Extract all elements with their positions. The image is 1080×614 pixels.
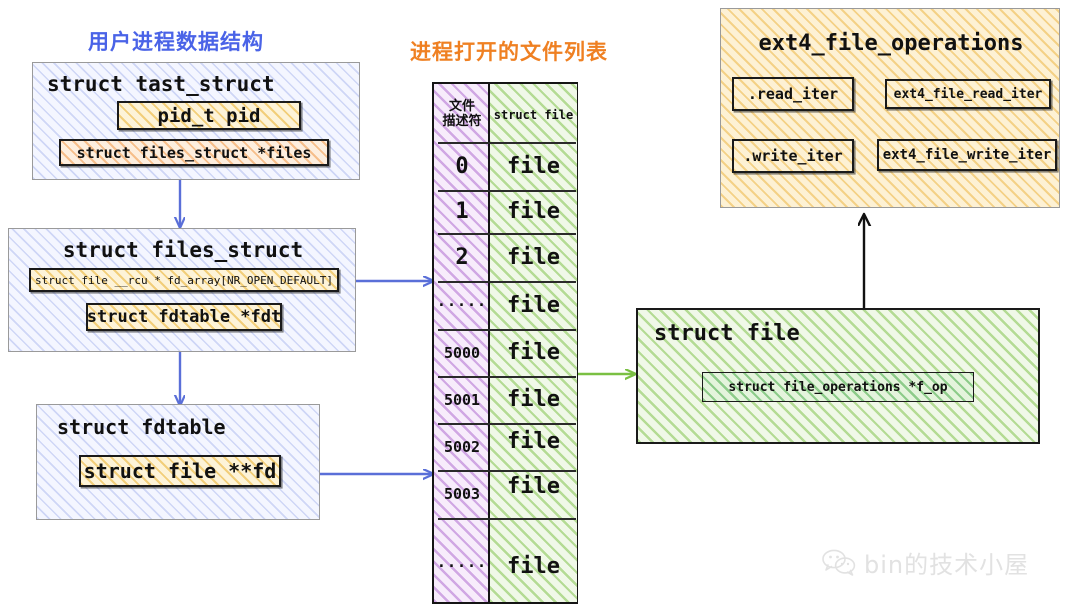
- field-f-op-label: struct file_operations *f_op: [728, 379, 948, 395]
- fd-column-header-line1: 文件: [448, 99, 475, 115]
- file-entry: file: [507, 292, 560, 318]
- fd-value: ·····: [436, 296, 488, 314]
- row-divider: [438, 142, 576, 144]
- box-fdtable: struct fdtable struct file **fd: [36, 404, 320, 520]
- ext4-op-key-write-iter-label: .write_iter: [743, 147, 843, 165]
- struct-file-header: struct file: [654, 320, 800, 346]
- title-user-process-data-structures: 用户进程数据结构: [88, 30, 264, 54]
- fd-value: ·····: [436, 557, 488, 575]
- field-files-struct-files: struct files_struct *files: [59, 139, 329, 166]
- field-pid-t-pid: pid_t pid: [117, 101, 301, 130]
- fd-value: 5001: [443, 390, 481, 409]
- fd-value: 2: [455, 244, 469, 270]
- box-ext4-file-operations: ext4_file_operations .read_iter ext4_fil…: [720, 8, 1060, 208]
- wechat-icon: [822, 549, 856, 576]
- file-entry: file: [507, 473, 560, 499]
- struct-file-column: [490, 84, 577, 602]
- fd-column-header: 文件 描述符: [434, 94, 490, 136]
- field-fdtable-fdt-label: struct fdtable *fdt: [86, 307, 282, 327]
- ext4-op-value-write-iter: ext4_file_write_iter: [877, 139, 1057, 171]
- fd-value: 5000: [443, 343, 481, 362]
- fd-value: 1: [455, 199, 469, 224]
- field-files-struct-files-label: struct files_struct *files: [76, 143, 312, 162]
- fd-column: [434, 84, 490, 602]
- field-struct-file-fd-label: struct file **fd: [83, 459, 277, 483]
- file-entry: file: [507, 429, 560, 454]
- field-pid-t-pid-label: pid_t pid: [157, 104, 261, 127]
- box-struct-file: struct file struct file_operations *f_op: [636, 308, 1040, 444]
- watermark: bin的技术小屋: [822, 545, 1029, 580]
- ext4-op-value-write-iter-label: ext4_file_write_iter: [882, 147, 1052, 163]
- ext4-op-key-write-iter: .write_iter: [732, 139, 854, 173]
- files-struct-header: struct files_struct: [62, 238, 304, 262]
- ext4-op-key-read-iter: .read_iter: [732, 77, 854, 111]
- field-fd-array-label: struct file __rcu * fd_array[NR_OPEN_DEF…: [34, 273, 333, 287]
- ext4-file-operations-header: ext4_file_operations: [758, 30, 1024, 56]
- box-files-struct: struct files_struct struct file __rcu * …: [8, 228, 356, 352]
- field-fd-array: struct file __rcu * fd_array[NR_OPEN_DEF…: [29, 268, 339, 292]
- fd-value: 0: [455, 153, 469, 179]
- row-divider: [438, 329, 576, 331]
- row-divider: [438, 376, 576, 378]
- file-entry: file: [507, 387, 560, 412]
- fd-column-header-line2: 描述符: [442, 114, 482, 129]
- fd-value: 5002: [443, 437, 481, 456]
- ext4-op-key-read-iter-label: .read_iter: [747, 85, 839, 103]
- open-file-descriptor-table: 文件 描述符 struct file 0 file 1 file 2 file …: [432, 82, 578, 604]
- fdtable-header: struct fdtable: [57, 415, 226, 439]
- row-divider: [438, 281, 576, 283]
- file-entry: file: [507, 553, 560, 579]
- row-divider: [438, 423, 576, 425]
- row-divider: [438, 190, 576, 192]
- field-f-op: struct file_operations *f_op: [702, 372, 974, 402]
- watermark-text: bin的技术小屋: [864, 551, 1030, 579]
- row-divider: [438, 470, 576, 472]
- field-struct-file-fd: struct file **fd: [79, 455, 281, 487]
- row-divider: [438, 518, 576, 520]
- ext4-op-value-read-iter: ext4_file_read_iter: [885, 79, 1051, 109]
- task-struct-header: struct tast_struct: [47, 72, 275, 96]
- file-entry: file: [507, 199, 560, 224]
- row-divider: [438, 233, 576, 235]
- ext4-op-value-read-iter-label: ext4_file_read_iter: [893, 86, 1043, 102]
- file-entry: file: [507, 153, 560, 179]
- file-entry: file: [507, 244, 560, 270]
- file-entry: file: [507, 340, 560, 365]
- field-fdtable-fdt: struct fdtable *fdt: [86, 303, 282, 331]
- title-process-open-file-list: 进程打开的文件列表: [410, 40, 608, 64]
- struct-file-column-header: struct file: [493, 108, 574, 122]
- box-task-struct: struct tast_struct pid_t pid struct file…: [32, 62, 360, 180]
- fd-value: 5003: [443, 485, 481, 503]
